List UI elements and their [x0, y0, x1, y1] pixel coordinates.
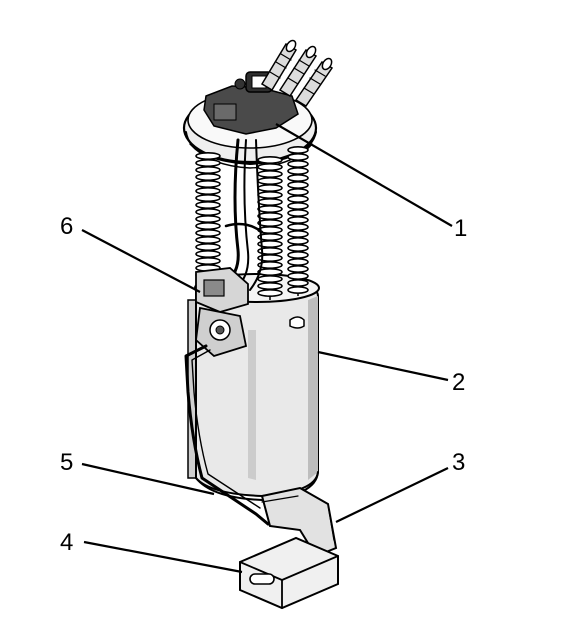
- leader-line-1: [275, 123, 453, 227]
- spring-coil: [195, 166, 221, 175]
- spring-coil: [195, 159, 221, 168]
- spring-coil: [287, 237, 309, 246]
- spring-coil: [195, 256, 221, 265]
- spring-coil: [287, 160, 309, 169]
- callout-4: 4: [60, 529, 73, 556]
- spring-coil: [195, 222, 221, 231]
- spring-coil: [257, 184, 283, 193]
- callout-leaders: [81, 123, 453, 574]
- fuel-level-sensor: [195, 267, 249, 358]
- spring-coil: [257, 267, 283, 276]
- spring-coil: [195, 180, 221, 189]
- spring-coil: [195, 250, 221, 259]
- leader-line-6: [81, 229, 201, 293]
- spring-coil: [195, 243, 221, 252]
- spring-coil: [287, 271, 309, 280]
- spring-coil: [257, 177, 283, 186]
- spring-coil: [287, 174, 309, 183]
- callout-3: 3: [452, 449, 465, 476]
- spring-coil: [287, 223, 309, 232]
- spring-coil: [257, 281, 283, 290]
- spring-coil: [287, 230, 309, 239]
- float-arm: [184, 344, 270, 526]
- spring-coil: [257, 288, 283, 297]
- callout-5: 5: [60, 449, 73, 476]
- spring-coil: [195, 236, 221, 245]
- spring-coil: [195, 152, 221, 161]
- spring-coil: [257, 219, 283, 228]
- leader-line-5: [81, 462, 215, 496]
- spring-coil: [287, 188, 309, 197]
- callout-1: 1: [454, 215, 467, 242]
- callout-6: 6: [60, 213, 73, 240]
- spring-coil: [287, 216, 309, 225]
- spring-coil: [287, 153, 309, 162]
- spring-coil: [195, 229, 221, 238]
- leader-line-2: [317, 350, 449, 382]
- fuel-line-fittings: [260, 39, 334, 108]
- leader-line-3: [335, 467, 449, 523]
- spring-coil: [287, 251, 309, 260]
- leader-line-4: [83, 540, 243, 574]
- float: [239, 536, 339, 610]
- spring-coil: [287, 167, 309, 176]
- spring-coil: [287, 146, 309, 155]
- spring-coil: [287, 181, 309, 190]
- callout-2: 2: [452, 369, 465, 396]
- spring-coil: [287, 264, 309, 273]
- spring-coil: [287, 278, 309, 287]
- spring-coil: [287, 195, 309, 204]
- spring-coil: [195, 201, 221, 210]
- spring-coil: [195, 215, 221, 224]
- spring-coil: [257, 212, 283, 221]
- spring-coil: [257, 274, 283, 283]
- flange-cover: [182, 71, 318, 169]
- spring-coil: [257, 156, 283, 165]
- spring-coil: [195, 187, 221, 196]
- spring-coil: [257, 170, 283, 179]
- spring-coil: [195, 173, 221, 182]
- spring-coil: [195, 194, 221, 203]
- spring-coil: [287, 244, 309, 253]
- spring-coil: [257, 205, 283, 214]
- spring-coil: [257, 191, 283, 200]
- spring-coil: [287, 209, 309, 218]
- spring-coil: [287, 202, 309, 211]
- spring-coil: [195, 208, 221, 217]
- spring-coil: [257, 163, 283, 172]
- reservoir-body: [187, 273, 320, 501]
- callout-labels: 1 2 3 4 5 6: [60, 213, 467, 556]
- spring-coil: [257, 198, 283, 207]
- spring-coil: [287, 257, 309, 266]
- spring-coil: [287, 285, 309, 294]
